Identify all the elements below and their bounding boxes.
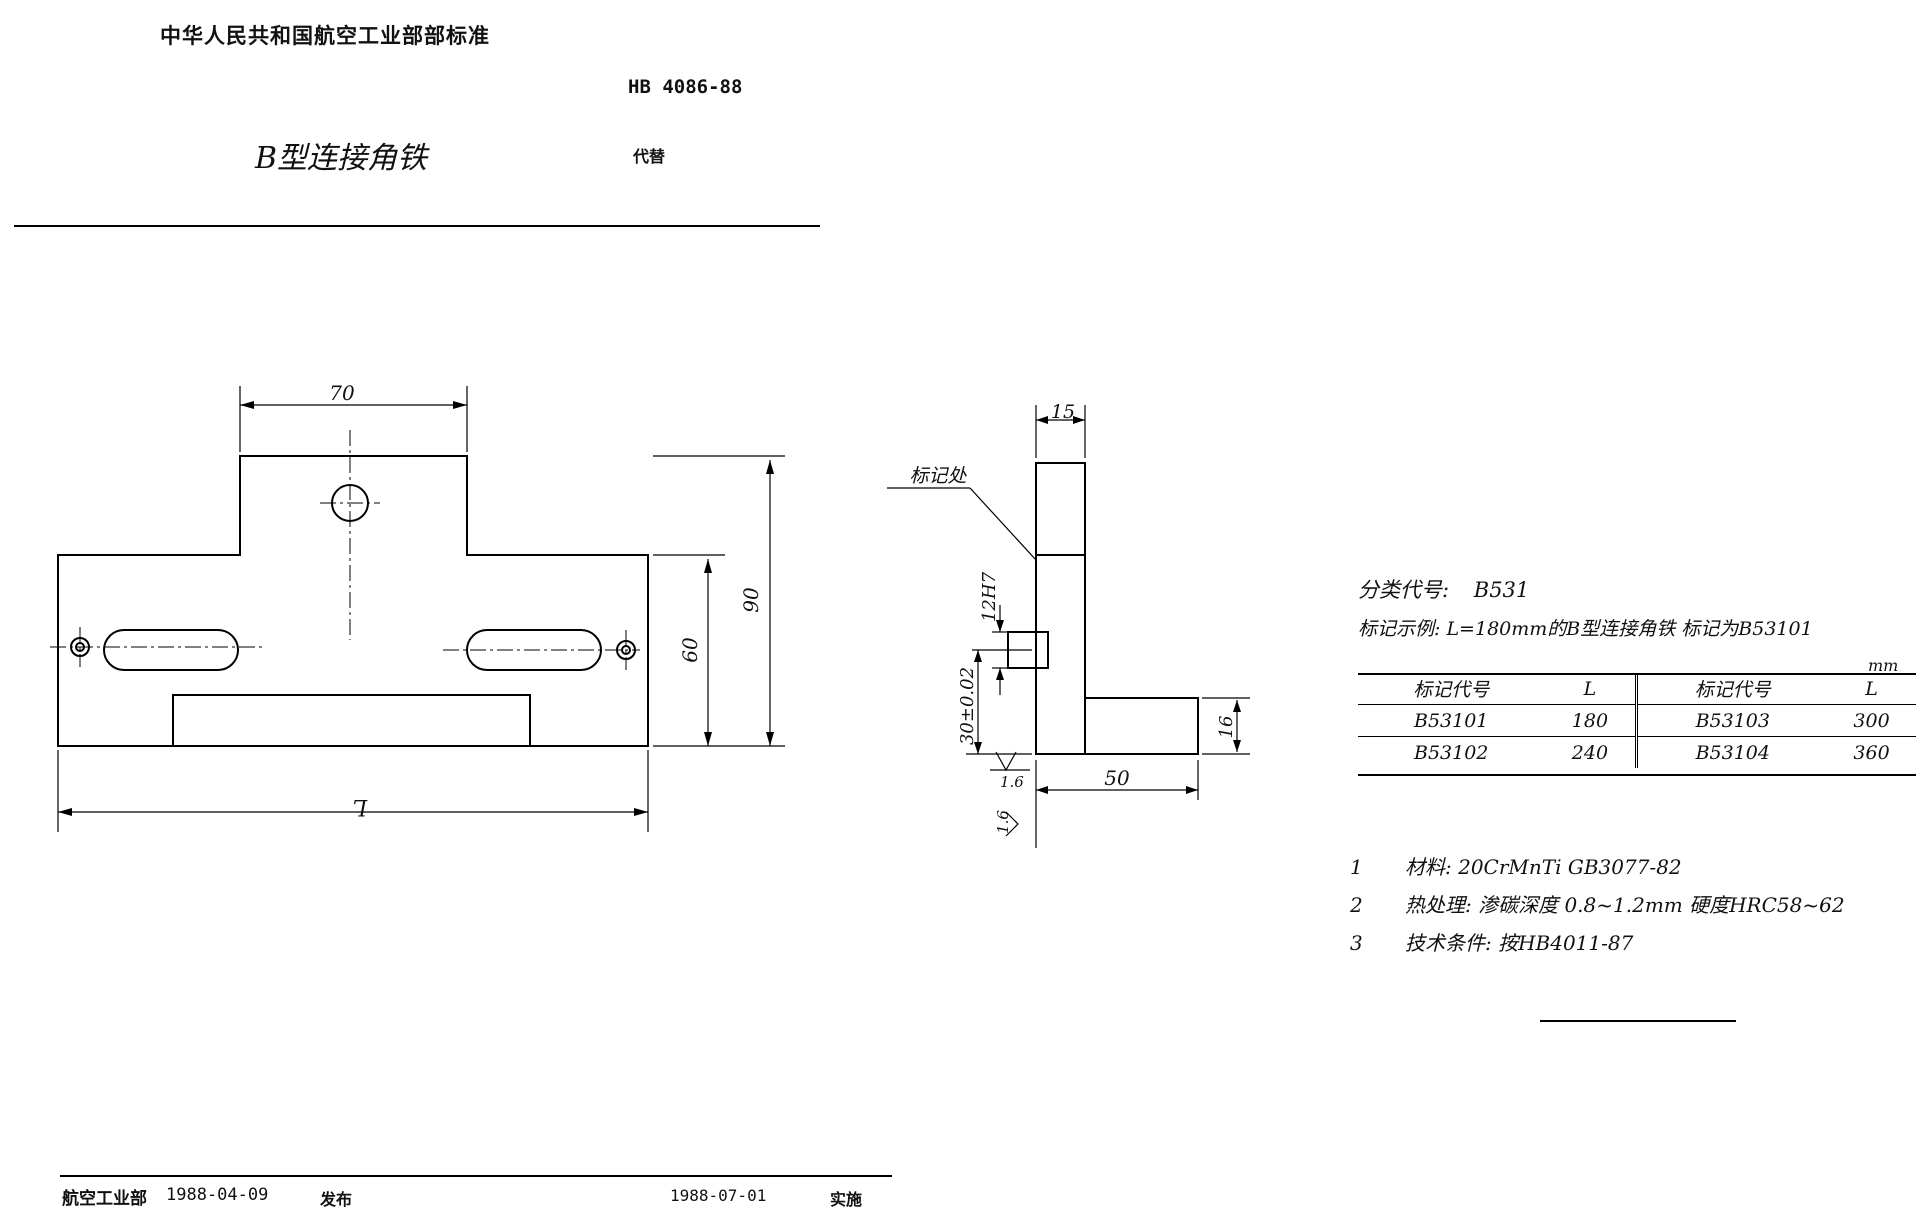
table-cell: B53102 <box>1413 741 1489 764</box>
dim-center-height: 30±0.02 <box>957 667 978 745</box>
spec-table: 标记代号 L 标记代号 L B53101 180 B53103 300 B531… <box>1358 673 1916 768</box>
classification-label: 分类代号: <box>1358 578 1450 602</box>
note-item: 2 热处理: 渗碳深度 0.8~1.2mm 硬度HRC58~62 <box>1350 886 1845 924</box>
note-item: 3 技术条件: 按HB4011-87 <box>1350 924 1845 962</box>
document-title: B型连接角铁 <box>255 141 428 176</box>
dim-length: L <box>353 794 369 819</box>
dim-height-body: 60 <box>678 637 702 663</box>
dim-top-width: 70 <box>329 381 355 405</box>
roughness-symbol-b <box>1005 811 1019 837</box>
note-number: 2 <box>1350 893 1363 917</box>
side-dimensions <box>887 405 1250 848</box>
dim-slot: 12H7 <box>979 571 1000 622</box>
front-view <box>50 386 785 832</box>
table-row: B53102 240 B53104 360 <box>1358 736 1916 768</box>
table-cell: 300 <box>1827 704 1916 737</box>
table-row: B53101 180 B53103 300 <box>1358 704 1916 737</box>
organization-title: 中华人民共和国航空工业部部标准 <box>160 24 490 48</box>
note-number: 1 <box>1350 855 1363 879</box>
marking-example: 标记示例: L=180mm的B型连接角铁 标记为B53101 <box>1358 618 1813 640</box>
roughness-value-b: 1.6 <box>994 810 1012 834</box>
header-rule <box>14 225 820 227</box>
note-item: 1 材料: 20CrMnTi GB3077-82 <box>1350 848 1845 886</box>
footer-effective-date: 1988-07-01 <box>670 1186 767 1205</box>
classification-line: 分类代号: B531 <box>1358 574 1529 604</box>
table-header-cell: 标记代号 <box>1358 673 1545 705</box>
front-arrows <box>58 401 774 816</box>
table-cell: B53103 <box>1636 704 1828 737</box>
note-text: 热处理: 渗碳深度 0.8~1.2mm 硬度HRC58~62 <box>1405 893 1845 917</box>
table-header-row: 标记代号 L 标记代号 L <box>1358 673 1916 705</box>
table-cell: 360 <box>1853 741 1890 764</box>
dim-thickness: 15 <box>1051 401 1075 423</box>
table-cell: B53104 <box>1695 741 1770 764</box>
end-rule <box>1540 1020 1736 1022</box>
side-view <box>887 405 1250 848</box>
table-cell: 180 <box>1544 704 1639 737</box>
side-arrows <box>974 416 1241 794</box>
table-header-cell: 标记代号 <box>1636 673 1828 705</box>
table-cell: 240 <box>1544 736 1639 768</box>
left-slot <box>103 629 239 671</box>
note-text: 材料: 20CrMnTi GB3077-82 <box>1405 855 1682 879</box>
table-cell: B53101 <box>1358 704 1545 737</box>
standard-number: HB 4086-88 <box>628 76 743 98</box>
side-view-outline <box>1035 462 1199 755</box>
table-unit: mm <box>1868 656 1899 675</box>
dim-height-total: 90 <box>739 587 763 613</box>
front-view-outline <box>57 455 649 747</box>
footer-effective-label: 实施 <box>830 1190 863 1209</box>
roughness-value-a: 1.6 <box>1000 773 1024 791</box>
note-number: 3 <box>1350 931 1363 955</box>
front-view-base-step <box>172 694 531 746</box>
table-header-cell: L <box>1827 673 1916 705</box>
replaces-label: 代替 <box>633 147 666 166</box>
footer-rule <box>60 1175 892 1177</box>
roughness-symbol-a <box>995 751 1017 772</box>
table-bottom-rule <box>1358 774 1916 776</box>
dim-base-width: 50 <box>1104 766 1130 790</box>
footer-issue-label: 发布 <box>320 1190 353 1209</box>
note-text: 技术条件: 按HB4011-87 <box>1405 931 1634 955</box>
table-header-cell: L <box>1544 673 1639 705</box>
front-dimensions <box>57 386 785 832</box>
dim-base-height: 16 <box>1216 716 1237 739</box>
footer-issue-date: 1988-04-09 <box>166 1185 269 1205</box>
footer-issuer: 航空工业部 <box>62 1189 147 1209</box>
centerlines <box>50 430 640 670</box>
marking-location-label: 标记处 <box>909 465 967 487</box>
classification-value: B531 <box>1473 578 1530 602</box>
notes-list: 1 材料: 20CrMnTi GB3077-82 2 热处理: 渗碳深度 0.8~1… <box>1350 848 1845 962</box>
